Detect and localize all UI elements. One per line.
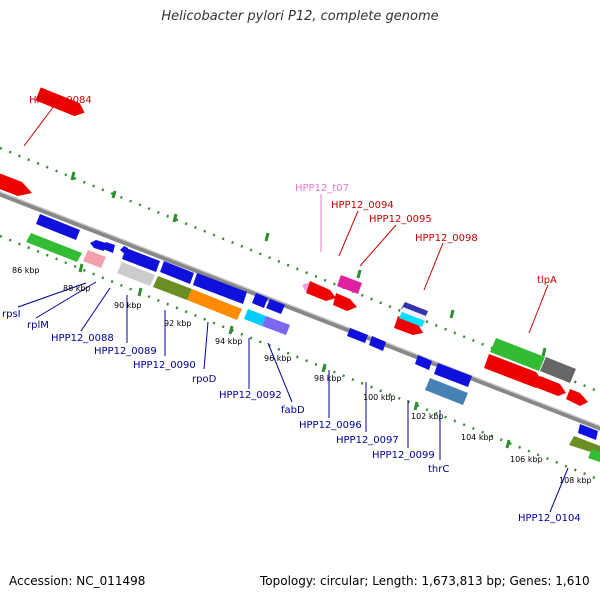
gene-feature[interactable] [337,275,362,294]
scale-label: 104 kbp [461,433,494,442]
gene-label-rplm[interactable]: rplM [27,320,49,331]
gene-feature[interactable] [103,242,115,253]
scale-label: 98 kbp [314,374,342,383]
gene-feature[interactable] [153,276,192,300]
reverse-strand-genes [26,214,600,462]
scale-label: 94 kbp [215,337,243,346]
gene-feature[interactable] [266,299,285,314]
gene-label-hpp12-0092[interactable]: HPP12_0092 [219,390,282,401]
scale-label: 88 kbp [63,284,91,293]
gene-feature[interactable] [36,214,80,240]
forward-strand-genes [0,172,588,406]
label-leader-lines [17,105,569,513]
gene-feature[interactable] [400,307,426,322]
gene-feature[interactable] [117,262,155,286]
gene-feature[interactable] [193,273,247,304]
gene-label-hpp12-0084[interactable]: HPP12_0084 [29,95,92,106]
gene-feature-hpp12-0084[interactable] [35,87,88,119]
gene-feature[interactable] [415,355,432,370]
gene-label-hpp12-0097[interactable]: HPP12_0097 [336,435,399,446]
gene-feature[interactable] [401,302,428,318]
gene-feature[interactable] [306,281,336,301]
gene-feature[interactable] [566,389,588,406]
gene-feature[interactable] [399,312,425,327]
genome-backbone [0,191,600,431]
scale-label: 86 kbp [12,266,40,275]
gene-feature[interactable] [252,293,268,308]
gene-feature[interactable] [333,293,357,311]
gene-feature[interactable] [578,424,598,440]
gene-label-hpp12-0090[interactable]: HPP12_0090 [133,360,196,371]
map-title: Helicobacter pylori P12, complete genome [161,9,439,24]
gene-feature[interactable] [187,289,242,320]
gene-label-hpp12-0095[interactable]: HPP12_0095 [369,214,432,225]
scale-label: 96 kbp [264,354,292,363]
gene-label-rpod[interactable]: rpoD [192,374,217,385]
gene-label-tlpa[interactable]: tlpA [537,275,557,286]
gene-label-hpp12-0096[interactable]: HPP12_0096 [299,420,362,431]
gene-label-thrc[interactable]: thrC [428,464,449,475]
gene-feature[interactable] [160,261,194,284]
gene-feature[interactable] [122,248,160,272]
gene-feature[interactable] [83,250,106,268]
gene-feature[interactable] [244,309,266,326]
gene-label-rpsi[interactable]: rpsI [2,309,21,320]
scale-label: 100 kbp [363,393,396,402]
gene-feature[interactable] [540,357,576,383]
genome-summary-label: Topology: circular; Length: 1,673,813 bp… [260,574,590,588]
gene-label-fabd[interactable]: fabD [281,405,305,416]
gene-feature[interactable] [490,338,545,371]
gene-feature[interactable] [434,363,472,387]
gene-feature[interactable] [535,376,566,396]
gene-label-hpp12-t07[interactable]: HPP12_t07 [295,183,349,194]
gene-feature[interactable] [425,378,468,405]
scale-label: 92 kbp [164,319,192,328]
gene-label-hpp12-0104[interactable]: HPP12_0104 [518,513,581,524]
gene-feature[interactable] [26,233,82,262]
gene-label-hpp12-0094[interactable]: HPP12_0094 [331,200,394,211]
gene-feature[interactable] [369,336,386,351]
gene-feature[interactable] [484,354,544,388]
gene-feature[interactable] [302,282,310,292]
gene-label-hpp12-0089[interactable]: HPP12_0089 [94,346,157,357]
gene-label-hpp12-0098[interactable]: HPP12_0098 [415,233,478,244]
gene-feature[interactable] [90,240,106,251]
scale-label: 90 kbp [114,301,142,310]
scale-label: 106 kbp [510,455,543,464]
reverse-gene-labels: rpsI rplM HPP12_0088 HPP12_0089 HPP12_00… [2,309,581,524]
gene-label-hpp12-0088[interactable]: HPP12_0088 [51,333,114,344]
scale-labels: 86 kbp 88 kbp 90 kbp 92 kbp 94 kbp 96 kb… [12,266,592,485]
scale-label: 108 kbp [559,476,592,485]
forward-gene-labels: HPP12_0084 HPP12_t07 HPP12_0094 HPP12_00… [29,95,557,286]
gene-feature[interactable] [347,328,368,343]
major-ticks [70,171,547,449]
gene-feature[interactable] [262,316,290,335]
accession-label: Accession: NC_011498 [9,574,146,588]
gene-label-hpp12-0099[interactable]: HPP12_0099 [372,450,435,461]
gene-feature[interactable] [0,172,32,196]
scale-label: 102 kbp [411,412,444,421]
gene-feature[interactable] [588,449,600,462]
gene-feature[interactable] [394,316,423,335]
